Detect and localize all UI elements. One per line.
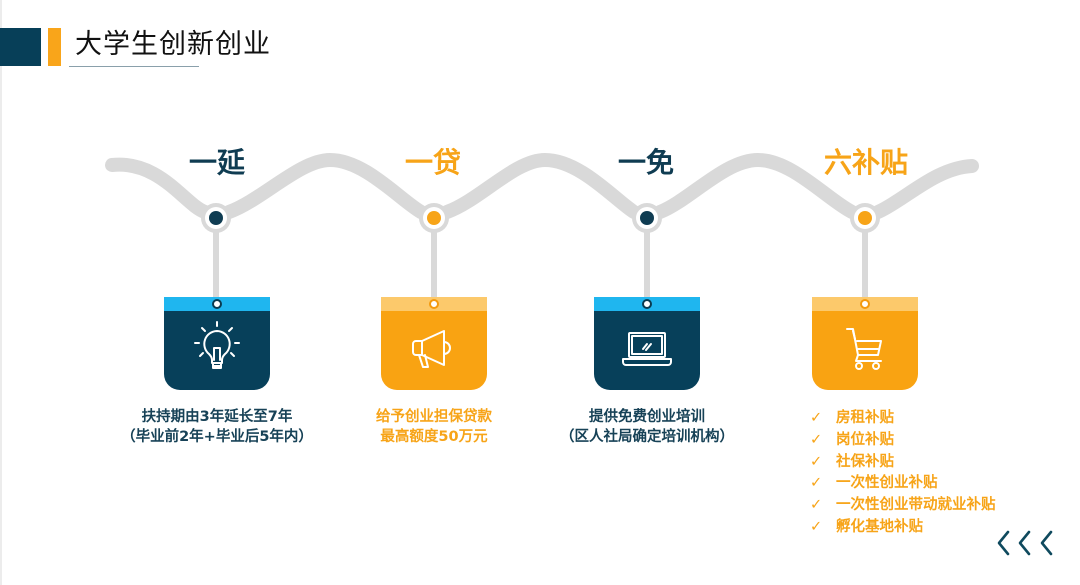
desc-line: 最高额度50万元 [380, 429, 488, 445]
desc-line: （区人社局确定培训机构） [560, 429, 734, 445]
heading-free-training: 一免 [617, 146, 674, 179]
card-loan [381, 297, 487, 390]
header-orange-bar [48, 28, 61, 66]
timeline-node-3 [632, 203, 662, 300]
chevrons-left-icon[interactable] [996, 530, 1058, 556]
timeline-node-1 [201, 203, 231, 300]
lightbulb-icon [194, 321, 240, 369]
subsidy-item: ✓孵化基地补贴 [810, 517, 996, 539]
desc-free-training: 提供免费创业培训 （区人社局确定培训机构） [527, 407, 767, 447]
megaphone-icon [412, 330, 451, 368]
desc-line: 扶持期由3年延长至7年 [141, 409, 293, 425]
desc-extension: 扶持期由3年延长至7年 （毕业前2年+毕业后5年内） [97, 407, 337, 447]
header-navy-block [0, 28, 41, 66]
desc-loan: 给予创业担保贷款 最高额度50万元 [314, 407, 554, 447]
subsidy-list: ✓房租补贴 ✓岗位补贴 ✓社保补贴 ✓一次性创业补贴 ✓一次性创业带动就业补贴 … [810, 408, 996, 539]
subsidy-item: ✓一次性创业补贴 [810, 473, 996, 495]
desc-line: 给予创业担保贷款 [376, 409, 492, 425]
subsidy-item: ✓岗位补贴 [810, 430, 996, 452]
subsidy-item: ✓社保补贴 [810, 452, 996, 474]
subsidy-item: ✓房租补贴 [810, 408, 996, 430]
card-six-subsidies [812, 297, 918, 390]
card-extension [164, 297, 270, 390]
check-icon: ✓ [810, 497, 823, 514]
check-icon: ✓ [810, 410, 823, 426]
check-icon: ✓ [810, 431, 823, 448]
timeline-node-2 [419, 203, 449, 300]
page-title: 大学生创新创业 [75, 29, 271, 60]
heading-six-subsidies: 六补贴 [823, 146, 908, 179]
check-icon: ✓ [810, 518, 823, 535]
laptop-icon [622, 332, 672, 366]
slide-edge [0, 0, 2, 585]
subsidy-item: ✓一次性创业带动就业补贴 [810, 495, 996, 517]
card-free-training [594, 297, 700, 390]
title-underline [69, 66, 199, 67]
heading-extension: 一延 [188, 146, 245, 179]
desc-line: （毕业前2年+毕业后5年内） [121, 429, 313, 445]
check-icon: ✓ [810, 475, 823, 492]
timeline-node-4 [850, 203, 880, 300]
check-icon: ✓ [810, 453, 823, 470]
heading-loan: 一贷 [404, 146, 461, 179]
desc-line: 提供免费创业培训 [589, 409, 705, 425]
shopping-cart-icon [846, 328, 882, 370]
